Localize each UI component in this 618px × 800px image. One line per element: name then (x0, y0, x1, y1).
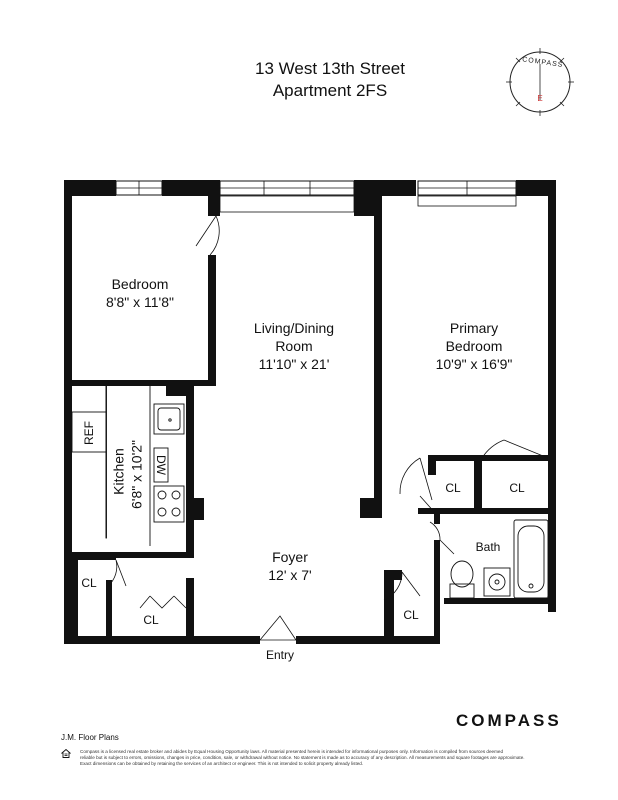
bedroom-name: Bedroom (111, 276, 169, 292)
disclaimer-line-3: Exact dimensions can be obtained by reta… (80, 761, 364, 766)
bath-name: Bath (475, 540, 501, 554)
living-size: 11'10" x 21' (258, 356, 330, 372)
compass-logo: COMPASS (456, 711, 562, 730)
bedroom-size: 8'8" x 11'8" (106, 294, 174, 310)
foyer-size: 12' x 7' (268, 567, 312, 583)
closet-label-primary-right: CL (509, 481, 525, 495)
entry-label: Entry (265, 648, 294, 662)
compass-direction: E (537, 94, 542, 103)
dw-label: DW (154, 455, 168, 475)
kitchen-name: Kitchen (110, 448, 127, 495)
compass-rose-icon: COMPASS E (506, 48, 574, 116)
equal-housing-icon (61, 749, 71, 758)
closet-label-kitchen-left: CL (81, 576, 97, 590)
closet-label-kitchen-bottom: CL (143, 613, 159, 627)
living-name-line2: Room (275, 338, 313, 354)
floor-plan-credit: J.M. Floor Plans (61, 733, 119, 742)
living-name-line1: Living/Dining (253, 320, 335, 336)
foyer-name: Foyer (272, 549, 308, 565)
primary-size: 10'9" x 16'9" (435, 356, 513, 372)
disclaimer-line-1: Compass is a licensed real estate broker… (80, 749, 504, 754)
closet-label-foyer: CL (403, 608, 419, 622)
disclaimer-line-2: reliable but is subject to errors, omiss… (80, 755, 525, 760)
kitchen-size: 6'8" x 10'2" (128, 440, 145, 509)
closet-label-primary-left: CL (445, 481, 461, 495)
unit-title: Apartment 2FS (272, 81, 388, 100)
primary-name-line2: Bedroom (445, 338, 503, 354)
ref-label: REF (82, 421, 96, 445)
address-title: 13 West 13th Street (255, 59, 405, 78)
primary-name-line1: Primary (449, 320, 499, 336)
